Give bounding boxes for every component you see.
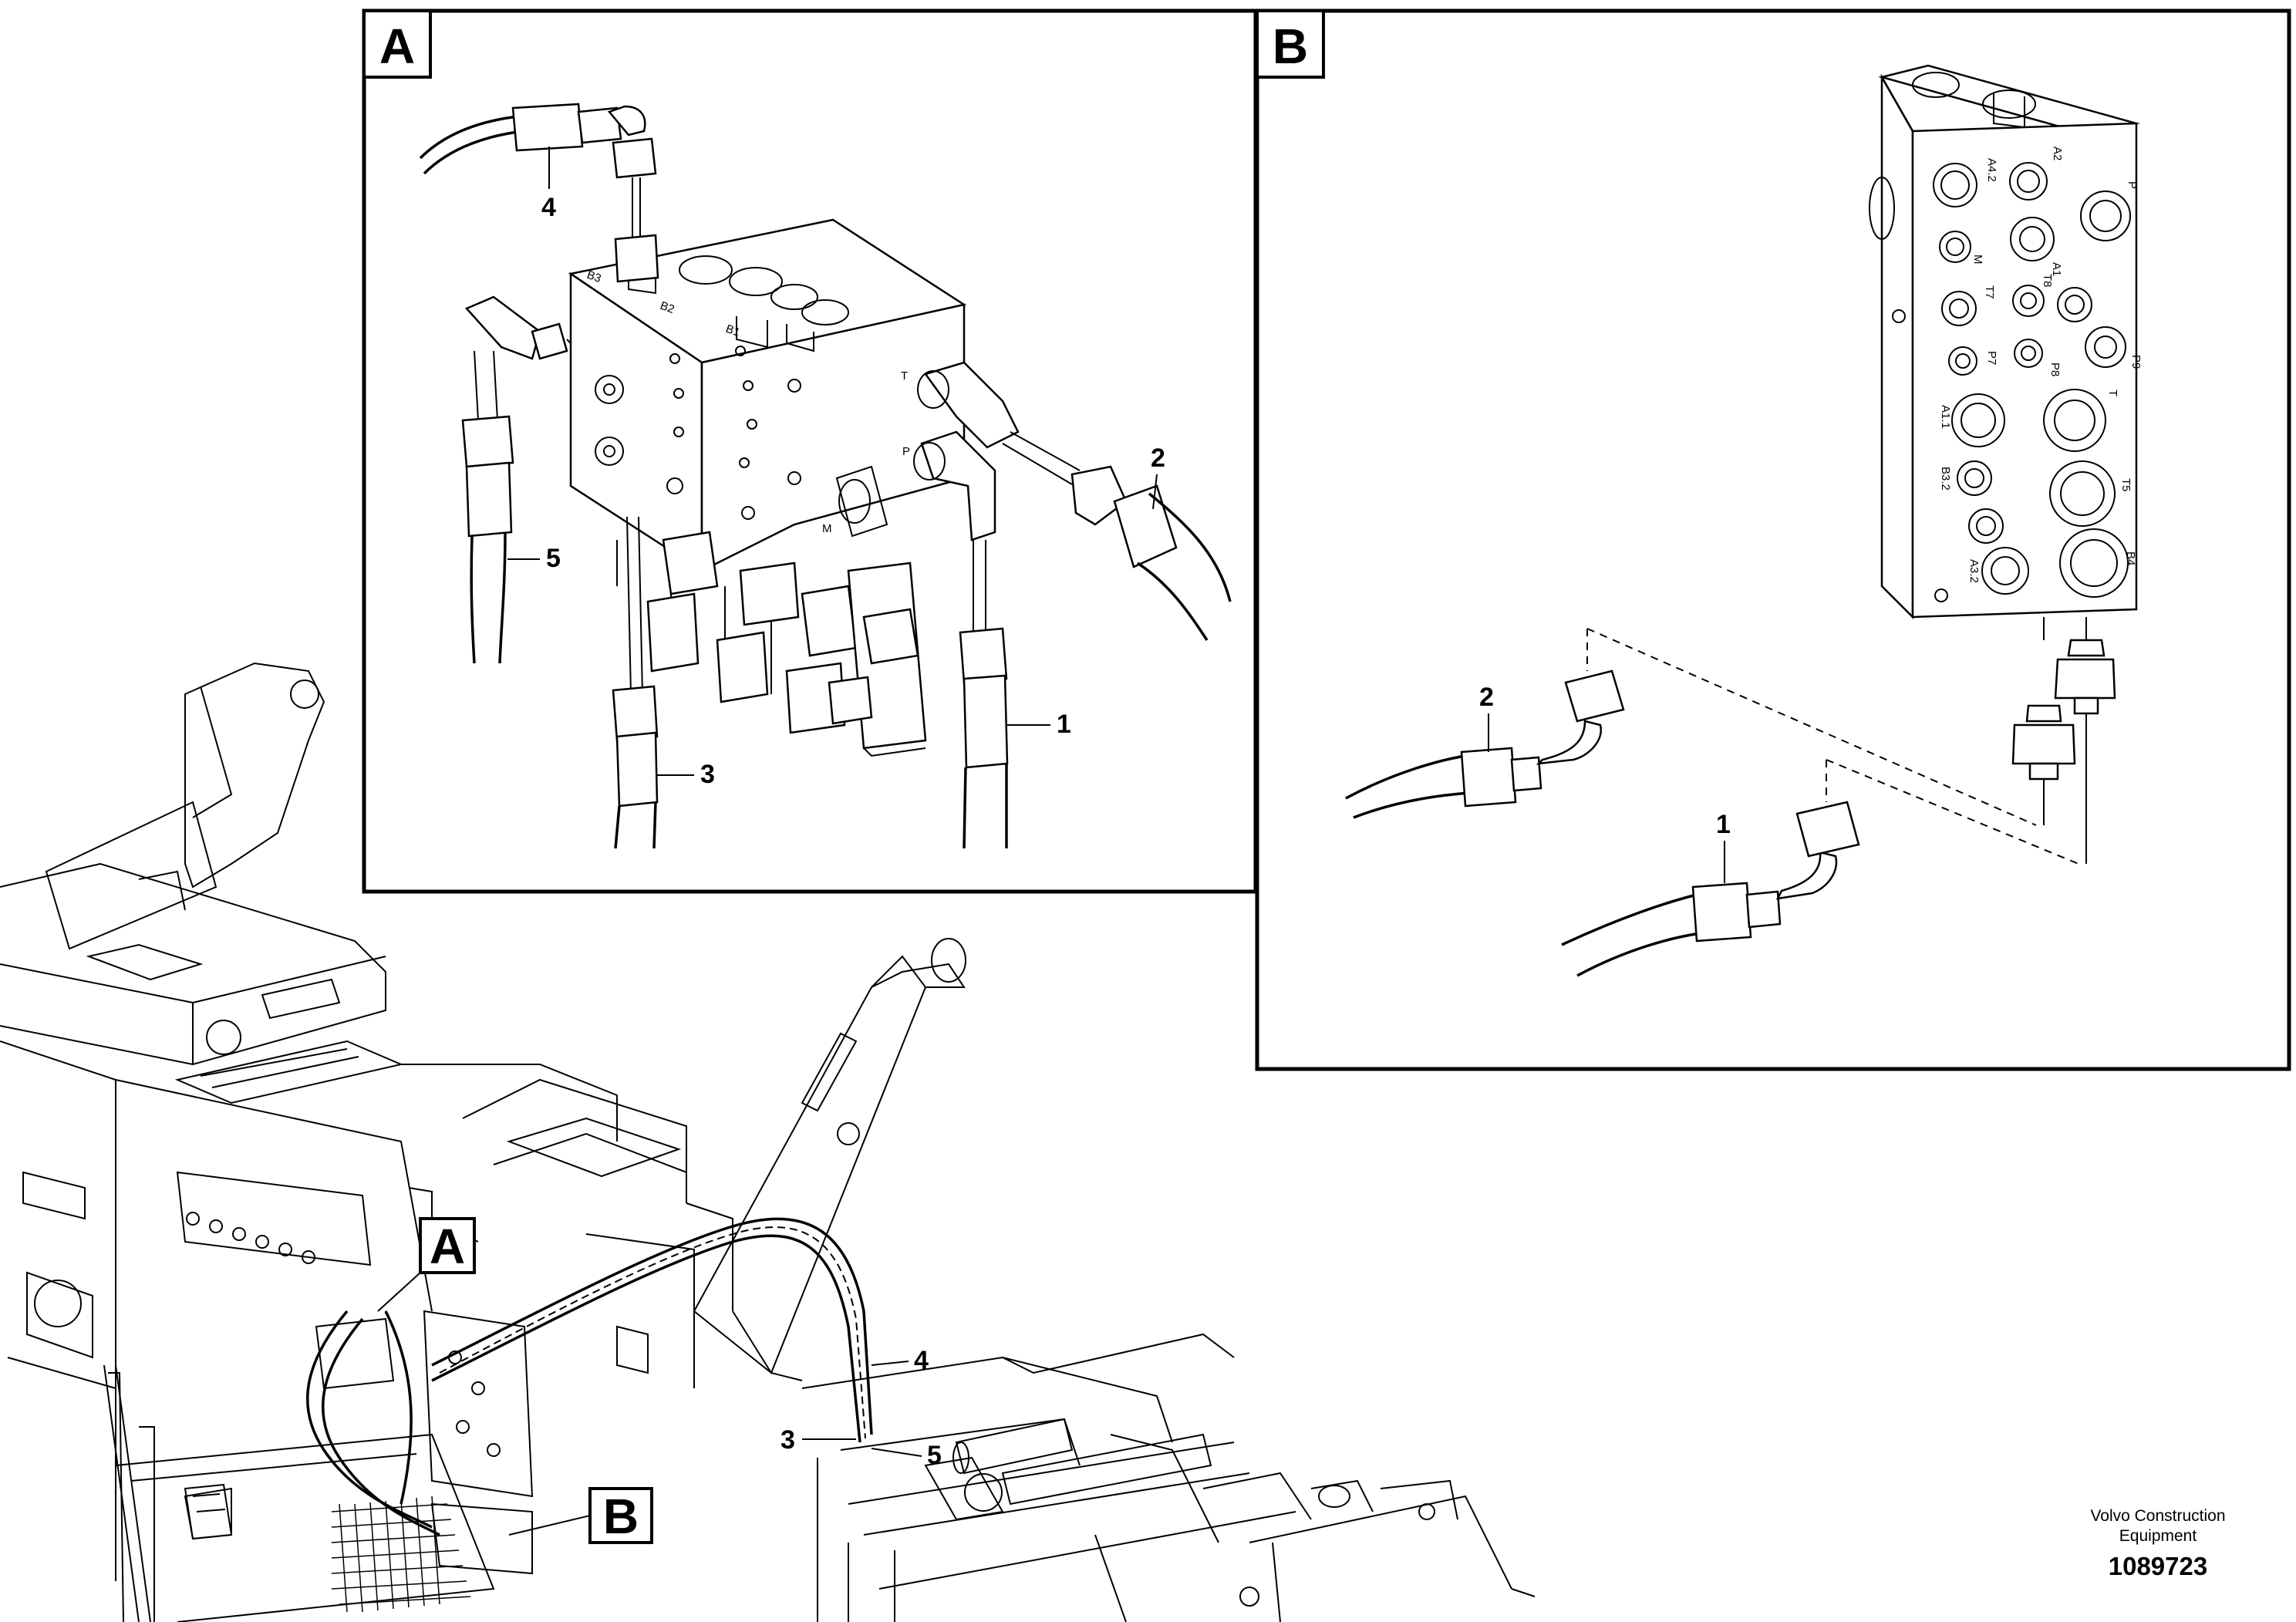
overview-callout-5: 5 (927, 1441, 942, 1470)
detail-a-callout-4: 4 (541, 193, 556, 222)
detail-b-port-p8: P8 (2048, 363, 2062, 376)
detail-b-callout-2: 2 (1479, 683, 1494, 712)
detail-b-callouts: 2 1 (1479, 683, 1731, 883)
detail-a-port-b1: B1 (724, 322, 742, 339)
detail-a-port-t: T (901, 369, 908, 383)
detail-a-callouts: 4 5 3 1 2 (507, 147, 1165, 789)
overview-callout-4: 4 (914, 1346, 929, 1375)
detail-b-label-box (1256, 9, 1325, 79)
detail-a-hoses (419, 103, 1232, 849)
overview-markers: A B 4 3 5 (377, 1217, 942, 1544)
detail-a-callout-1: 1 (1057, 710, 1071, 739)
detail-a-port-labels: T P M B3 B2 B1 (585, 268, 910, 535)
detail-a-port-p: P (902, 445, 910, 458)
title-block: Volvo Construction Equipment 1089723 (2090, 1507, 2225, 1580)
detail-a-valve-block (568, 218, 1020, 573)
detail-b-port-a3-2: A3.2 (1967, 559, 1981, 583)
detail-b-port-b3-2: B3.2 (1939, 467, 1952, 491)
company-name-line1: Volvo Construction (2090, 1507, 2225, 1525)
overview-marker-a-box (419, 1217, 476, 1274)
detail-b-hose-2 (1345, 669, 1625, 819)
detail-b-port-p7: P7 (1985, 351, 1998, 365)
detail-b-fittings (1586, 617, 2116, 865)
detail-b-port-m: M (1971, 255, 1984, 265)
detail-b-port-t: T (2106, 389, 2119, 396)
detail-b-port-p9: P9 (2129, 355, 2143, 369)
detail-b-port-b4: B4 (2124, 551, 2137, 565)
support-rod (103, 1364, 151, 1622)
detail-b-hose-1 (1561, 801, 1860, 977)
detail-b-port-a2: A2 (2051, 147, 2064, 160)
detail-b-valve-block (1869, 64, 2140, 620)
side-frame-wall (0, 1040, 433, 1622)
detail-b-port-t7: T7 (1983, 285, 1996, 299)
detail-a-callout-3: 3 (700, 760, 715, 789)
detail-a-callout-2: 2 (1151, 443, 1165, 473)
boom-arm (693, 938, 966, 1381)
detail-a-label-box (362, 9, 432, 79)
floor-grille (115, 1433, 495, 1622)
rear-bracket (45, 662, 325, 950)
overview-hoses (306, 1217, 873, 1536)
detail-b-letter: B (1273, 19, 1308, 74)
overview-marker-b: B (603, 1489, 639, 1544)
detail-a-panel: A (362, 8, 1258, 894)
detail-b-port-t5: T5 (2119, 478, 2132, 492)
panel-valve-cluster (176, 1171, 534, 1575)
detail-b-port-a4-2: A4.2 (1985, 158, 1998, 182)
detail-b-port-labels: A4.2 A2 P M A1 T7 T8 P7 P8 P9 A1.1 T B3.… (1939, 147, 2143, 583)
detail-b-port-t8: T8 (2041, 274, 2054, 288)
detail-a-port-b2: B2 (659, 299, 676, 316)
detail-a-letter: A (379, 19, 415, 74)
machine-frame-overview (0, 662, 1536, 1622)
detail-b-port-a1: A1 (2050, 262, 2063, 276)
cab-floor-box (0, 862, 404, 1104)
front-chassis (801, 1333, 1536, 1622)
detail-b-port-a1-1: A1.1 (1939, 405, 1952, 429)
detail-a-callout-5: 5 (546, 544, 561, 573)
cylinder-pin (952, 1418, 1212, 1506)
detail-a-solenoid-stack (616, 531, 927, 757)
detail-b-panel: B (1255, 8, 2291, 1071)
detail-b-callout-1: 1 (1716, 810, 1731, 839)
overview-marker-a: A (430, 1219, 465, 1274)
drawing-number: 1089723 (2109, 1552, 2207, 1580)
detail-a-port-m: M (822, 522, 832, 535)
overview-callout-3: 3 (781, 1425, 795, 1455)
detail-b-port-p: P (2126, 181, 2139, 189)
company-name-line2: Equipment (2119, 1527, 2197, 1545)
detail-a-port-b3: B3 (585, 268, 603, 285)
